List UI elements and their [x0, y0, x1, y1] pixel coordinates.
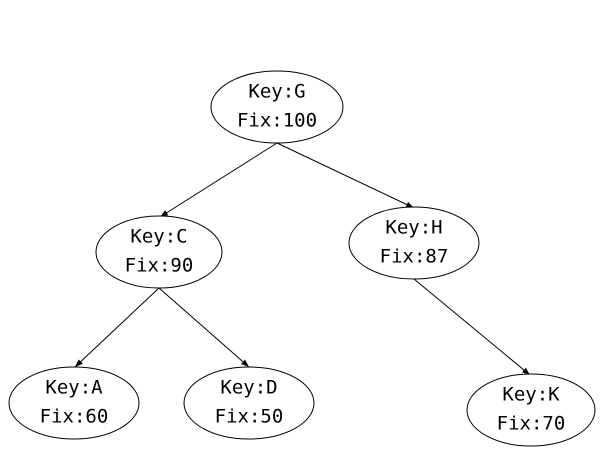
node-ellipse	[183, 366, 315, 440]
node-key-label: Key:G	[248, 81, 305, 103]
node-key-label: Key:D	[220, 377, 277, 399]
edge-h-k	[413, 278, 531, 376]
node-fix-label: Fix:87	[380, 246, 449, 268]
tree-node-g: Key:G Fix:100	[210, 70, 344, 144]
node-key-label: Key:K	[502, 384, 560, 406]
node-ellipse	[95, 215, 223, 289]
node-ellipse	[210, 70, 344, 144]
node-key-label: Key:C	[130, 226, 187, 248]
node-fix-label: Fix:60	[40, 406, 109, 428]
node-ellipse	[466, 373, 596, 447]
edge-c-d	[158, 287, 250, 368]
tree-node-a: Key:A Fix:60	[8, 366, 140, 440]
edges	[74, 142, 531, 376]
node-ellipse	[348, 206, 480, 280]
edge-g-c	[159, 142, 278, 218]
node-key-label: Key:A	[45, 377, 103, 399]
node-fix-label: Fix:90	[125, 255, 194, 277]
node-key-label: Key:H	[385, 217, 442, 239]
node-ellipse	[8, 366, 140, 440]
tree-node-h: Key:H Fix:87	[348, 206, 480, 280]
tree-node-k: Key:K Fix:70	[466, 373, 596, 447]
edge-g-h	[276, 142, 415, 209]
node-fix-label: Fix:50	[215, 406, 284, 428]
tree-node-d: Key:D Fix:50	[183, 366, 315, 440]
edge-c-a	[74, 287, 160, 368]
node-fix-label: Fix:100	[237, 110, 317, 132]
tree-node-c: Key:C Fix:90	[95, 215, 223, 289]
node-fix-label: Fix:70	[497, 413, 566, 435]
